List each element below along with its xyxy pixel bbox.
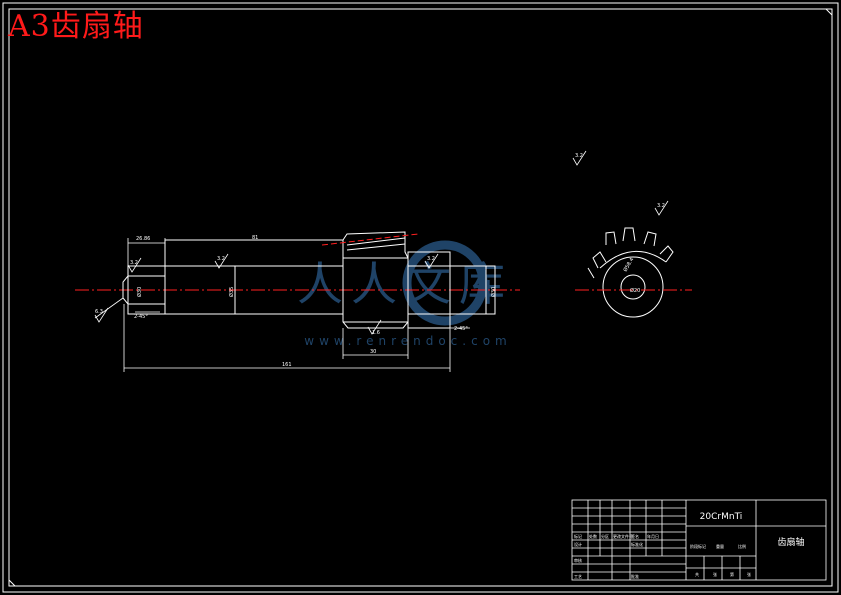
stage-label: 比例 xyxy=(738,543,746,549)
watermark-text: 人人文库 xyxy=(297,257,513,311)
gear-end-view xyxy=(587,227,674,318)
row-label: 标记 xyxy=(574,533,582,539)
standard-label: 标准化 xyxy=(631,541,643,547)
dim-chamfer-right: 2-45° xyxy=(454,326,468,332)
trim-mark xyxy=(8,579,16,587)
gear-bore: Ø20 xyxy=(630,287,640,294)
material-label: 20CrMnTi xyxy=(700,512,743,522)
design-label: 设计 xyxy=(574,541,582,547)
watermark-url: www.renrendoc.com xyxy=(304,334,511,348)
roughness-label: 3.2 xyxy=(130,260,138,266)
row-label: 更改文件号 xyxy=(613,533,633,539)
watermark: 人人文库 www.renrendoc.com xyxy=(297,240,513,348)
row-label: 处数 xyxy=(589,533,597,539)
stage-label: 重量 xyxy=(716,543,724,549)
title-block xyxy=(571,499,827,581)
dim-dia-main: Ø35 xyxy=(228,287,235,297)
roughness-symbols xyxy=(94,150,669,335)
shaft-side-view xyxy=(122,231,496,329)
process-label: 工艺 xyxy=(574,574,582,579)
sheet-label: 张 xyxy=(713,571,717,577)
roughness-label: 3.2 xyxy=(657,203,665,209)
roughness-label: 3.2 xyxy=(217,256,225,262)
dim-left-section: 26.86 xyxy=(136,236,150,242)
dim-dia-left: Ø30 xyxy=(136,287,143,297)
right-journal xyxy=(449,265,496,315)
roughness-label: 1.6 xyxy=(372,330,380,336)
part-name-label: 齿扇轴 xyxy=(777,536,804,548)
row-label: 年月日 xyxy=(647,533,659,539)
drawing-heading: A3齿扇轴 xyxy=(8,9,144,44)
roughness-label: 3.2 xyxy=(575,153,583,159)
roughness-label: 3.2 xyxy=(427,256,435,262)
check-label: 审核 xyxy=(574,557,582,563)
row-label: 签名 xyxy=(631,533,639,539)
dim-chamfer-left: 2-45° xyxy=(134,314,148,320)
dim-top-length: 81 xyxy=(252,235,258,241)
row-label: 分区 xyxy=(601,533,609,539)
sheet-label: 第 xyxy=(730,571,734,577)
dim-total-length: 161 xyxy=(282,362,292,368)
sheet-label: 共 xyxy=(695,571,699,577)
dim-dia-right: Ø30 xyxy=(490,287,497,297)
dimension-lines xyxy=(94,238,470,372)
approve-label: 批准 xyxy=(631,573,639,579)
stage-label: 阶段标记 xyxy=(690,543,706,549)
dim-mid-length: 30 xyxy=(370,349,376,355)
trim-mark xyxy=(825,8,833,16)
helix-line xyxy=(321,233,419,246)
sheet-label: 张 xyxy=(747,571,751,577)
inner-frame xyxy=(8,8,833,587)
roughness-label: 6.3 xyxy=(95,309,103,315)
